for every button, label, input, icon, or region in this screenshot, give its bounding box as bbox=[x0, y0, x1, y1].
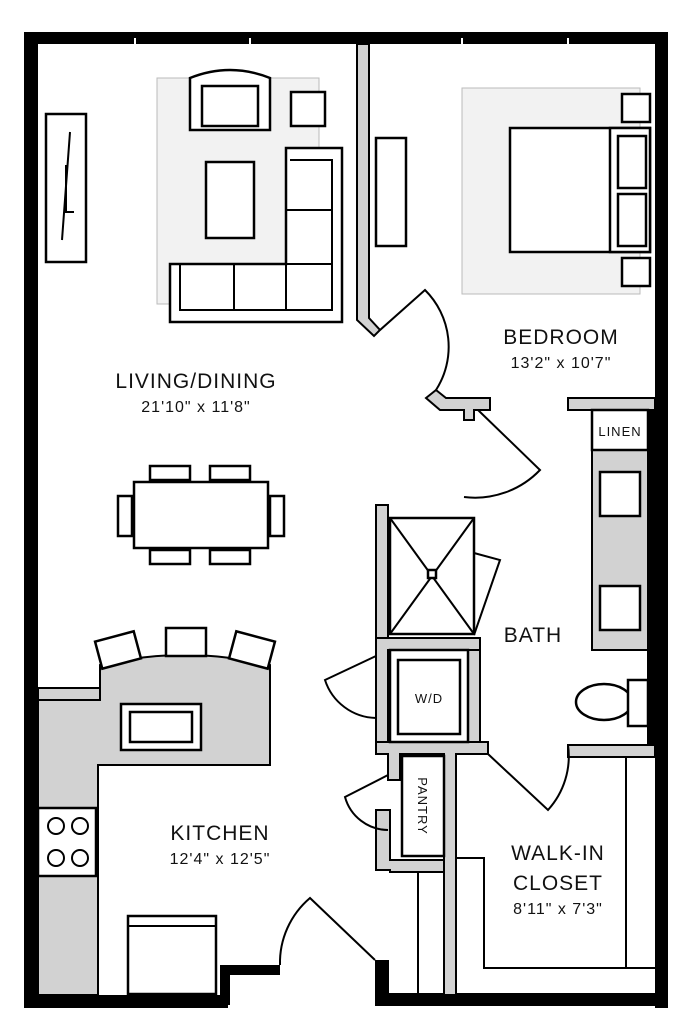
kitchen-label: KITCHEN bbox=[170, 822, 269, 845]
dining-table bbox=[132, 480, 270, 550]
kitchen-dims: 12'4" x 12'5" bbox=[170, 851, 271, 868]
refrigerator bbox=[126, 914, 218, 996]
closet-label-2: CLOSET bbox=[513, 872, 603, 895]
sink bbox=[598, 584, 642, 632]
living-furniture bbox=[44, 68, 408, 324]
stool bbox=[227, 629, 277, 671]
dresser bbox=[374, 136, 408, 248]
living-dims: 21'10" x 11'8" bbox=[141, 399, 250, 416]
stool bbox=[93, 629, 143, 671]
bath-fixtures bbox=[388, 408, 650, 744]
sink bbox=[598, 470, 642, 518]
coffee-table bbox=[204, 160, 256, 240]
closet-label-1: WALK-IN bbox=[511, 842, 605, 865]
living-label: LIVING/DINING bbox=[115, 370, 276, 393]
pantry-label: PANTRY bbox=[415, 777, 430, 835]
nightstand bbox=[620, 92, 652, 124]
stool bbox=[164, 626, 208, 658]
interior-walls bbox=[37, 43, 656, 996]
doors bbox=[278, 288, 570, 966]
bath-label: BATH bbox=[504, 624, 562, 647]
nightstand bbox=[620, 256, 652, 288]
exterior-walls bbox=[24, 32, 668, 1008]
side-table bbox=[289, 90, 327, 128]
closet-dims: 8'11" x 7'3" bbox=[513, 901, 603, 918]
pantry bbox=[400, 754, 446, 858]
storage bbox=[400, 754, 655, 993]
dining-set bbox=[116, 464, 286, 566]
labels: LIVING/DINING 21'10" x 11'8" BEDROOM 13'… bbox=[115, 326, 641, 918]
bedroom-furniture bbox=[461, 87, 652, 295]
wd-label: W/D bbox=[415, 691, 443, 706]
bedroom-label: BEDROOM bbox=[503, 326, 619, 349]
toilet bbox=[574, 682, 634, 722]
bedroom-dims: 13'2" x 10'7" bbox=[511, 355, 612, 372]
kitchen-fixtures bbox=[36, 626, 277, 996]
linen-label: LINEN bbox=[598, 424, 641, 439]
stove bbox=[36, 806, 98, 878]
